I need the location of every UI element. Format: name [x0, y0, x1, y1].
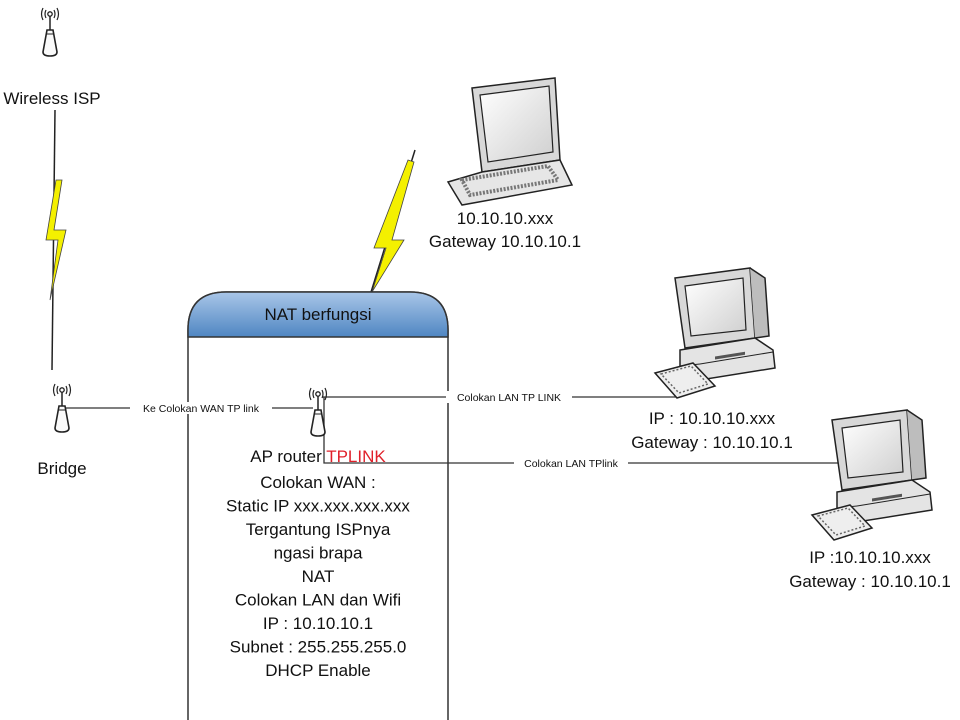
router-detail-line: Colokan LAN dan Wifi: [235, 591, 401, 610]
wan-link-label: Ke Colokan WAN TP link: [143, 403, 260, 415]
pc2-ip: IP :10.10.10.xxx: [809, 548, 931, 567]
lightning-bolt-icon: [371, 159, 415, 293]
router-detail-line: Tergantung ISPnya: [246, 520, 391, 539]
laptop-gateway: Gateway 10.10.10.1: [429, 232, 581, 251]
pc2-gateway: Gateway : 10.10.10.1: [789, 572, 951, 591]
router-box-header: [187, 291, 449, 338]
lightning-bolt-icon: [45, 179, 67, 301]
router-detail-line: ngasi brapa: [274, 544, 363, 563]
router-detail-line: Colokan WAN :: [260, 473, 376, 492]
lan2-link: [323, 397, 840, 464]
router-title: AP router TPLINK: [250, 447, 386, 466]
wireless-isp-label: Wireless ISP: [3, 89, 100, 108]
pc1-gateway: Gateway : 10.10.10.1: [631, 433, 793, 452]
lan1-link-label: Colokan LAN TP LINK: [457, 392, 561, 404]
router-detail-line: Static IP xxx.xxx.xxx.xxx: [226, 497, 410, 516]
router-brand: TPLINK: [326, 447, 386, 466]
router-details: Colokan WAN : Static IP xxx.xxx.xxx.xxxTe…: [226, 473, 410, 680]
router-box-header-text: NAT berfungsi: [264, 305, 371, 324]
router-box: NAT berfungsi: [187, 291, 449, 720]
laptop-ip: 10.10.10.xxx: [457, 209, 554, 228]
router-detail-line: NAT: [302, 567, 335, 586]
router-detail-line: Subnet : 255.255.255.0: [230, 638, 407, 657]
router-detail-line: DHCP Enable: [265, 661, 371, 680]
laptop-icon: [446, 77, 574, 206]
wireless-isp-antenna-icon: [40, 7, 60, 57]
router-detail-line: IP : 10.10.10.1: [263, 614, 373, 633]
pc1-ip: IP : 10.10.10.xxx: [649, 409, 776, 428]
pc1-desktop-computer-icon: [654, 267, 776, 399]
pc2-desktop-computer-icon: [811, 409, 933, 541]
bridge-label: Bridge: [37, 459, 86, 478]
lan2-link-label: Colokan LAN TPlink: [524, 458, 619, 470]
